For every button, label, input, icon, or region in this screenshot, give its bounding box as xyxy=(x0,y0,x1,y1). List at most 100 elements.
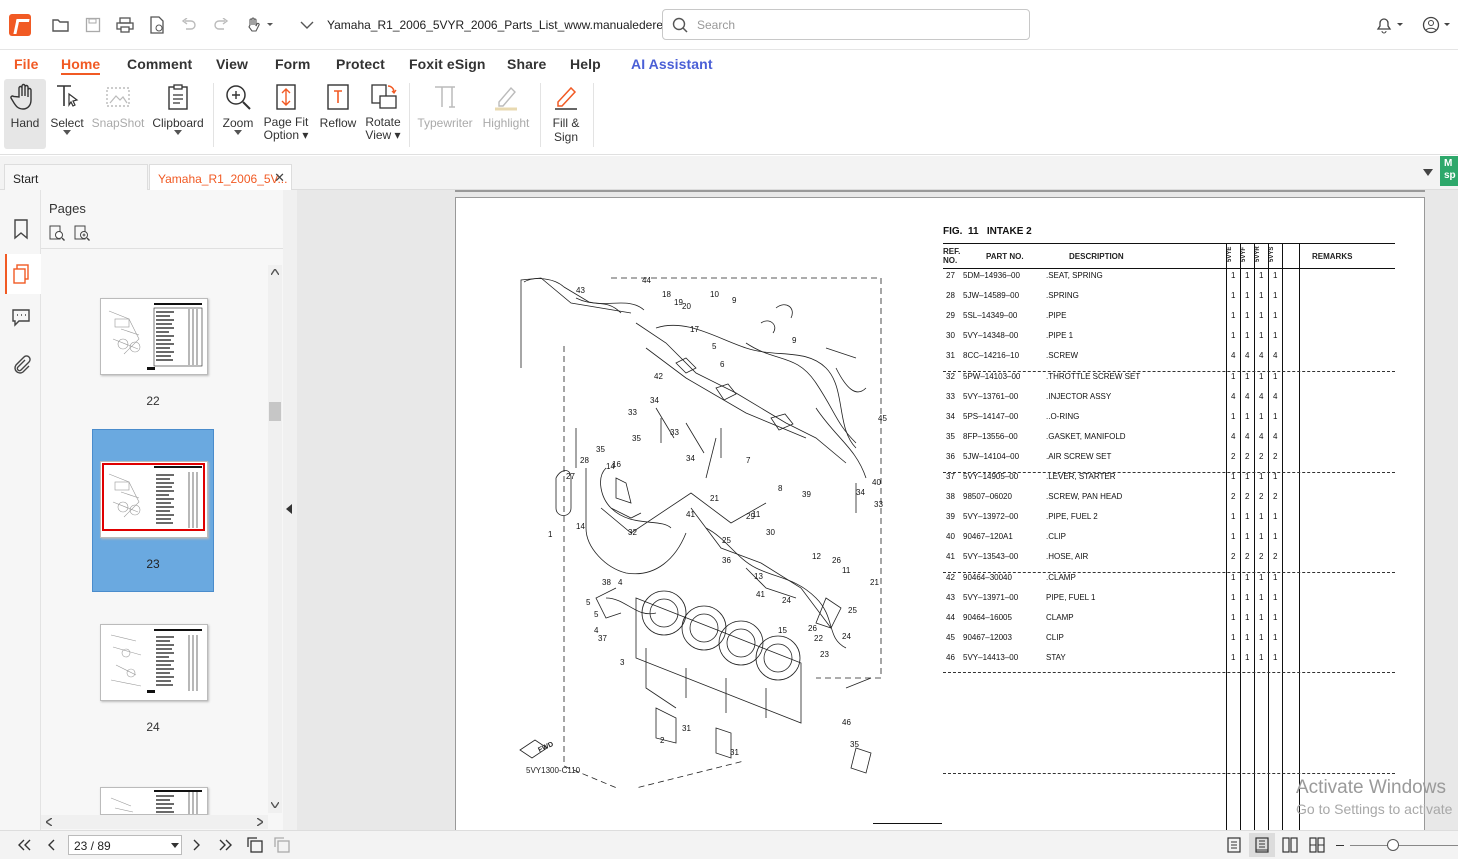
pages-icon[interactable] xyxy=(10,263,32,285)
search-box[interactable]: Search xyxy=(662,9,1030,40)
save-icon[interactable] xyxy=(82,14,104,36)
thumbnail-horizontal-scrollbar[interactable] xyxy=(41,815,268,829)
description-cell: STAY xyxy=(1046,652,1066,662)
menu-help[interactable]: Help xyxy=(570,56,601,72)
panel-splitter[interactable] xyxy=(283,190,297,830)
attachment-icon[interactable] xyxy=(10,353,32,375)
page-number-23: 23 xyxy=(146,557,160,571)
select-dropdown-icon[interactable] xyxy=(63,130,71,135)
group-separator xyxy=(943,773,1395,774)
ref-no-cell: 36 xyxy=(946,451,955,461)
reflow-button[interactable]: Reflow xyxy=(317,79,359,149)
header-part-no: PART NO. xyxy=(986,252,1024,261)
menu-protect[interactable]: Protect xyxy=(336,56,385,72)
tab-list-dropdown-icon[interactable] xyxy=(1423,169,1433,176)
menu-form[interactable]: Form xyxy=(275,56,311,72)
menu-share[interactable]: Share xyxy=(507,56,547,72)
previous-page-icon[interactable] xyxy=(47,839,55,851)
scroll-down-icon[interactable] xyxy=(271,802,279,808)
fill-and-sign-button[interactable]: Fill & Sign xyxy=(545,79,587,149)
continuous-facing-view-icon[interactable] xyxy=(1309,837,1325,853)
quantity-cell: 1 xyxy=(1245,592,1250,602)
quantity-cell: 1 xyxy=(1231,472,1236,481)
model-column-header: 5VYF xyxy=(1241,246,1247,262)
notification-bell-icon[interactable] xyxy=(1373,14,1409,36)
rotate-view-button[interactable]: Rotate View ▾ xyxy=(362,79,404,149)
thumbnail-vertical-scrollbar[interactable] xyxy=(268,265,282,813)
menu-view[interactable]: View xyxy=(216,56,249,72)
first-page-icon[interactable] xyxy=(17,839,31,851)
callout-number: 21 xyxy=(710,494,719,503)
menu-comment[interactable]: Comment xyxy=(127,56,193,72)
collapse-panel-icon[interactable] xyxy=(286,504,292,514)
page-zoom-out-icon[interactable] xyxy=(49,225,65,241)
quantity-cell: 1 xyxy=(1245,572,1250,582)
page-fit-option-button[interactable]: Page Fit Option ▾ xyxy=(262,79,310,149)
account-icon[interactable] xyxy=(1420,14,1456,36)
page-thumbnail-24[interactable] xyxy=(100,624,208,701)
foxit-logo-icon[interactable] xyxy=(9,14,31,36)
zoom-out-minus-icon[interactable] xyxy=(1336,845,1344,846)
select-tool-button[interactable]: Select xyxy=(48,79,86,149)
tab-document[interactable]: Yamaha_R1_2006_5V... ✕ xyxy=(149,164,292,190)
tab-start[interactable]: Start xyxy=(4,164,148,190)
page-zoom-in-icon[interactable] xyxy=(74,225,90,241)
zoom-button[interactable]: Zoom xyxy=(219,79,257,149)
quantity-cell: 1 xyxy=(1273,632,1278,642)
quantity-cell: 1 xyxy=(1231,632,1236,642)
zoom-slider-track[interactable] xyxy=(1350,845,1458,846)
page-number-input[interactable]: 23 / 89 xyxy=(68,835,182,855)
page-thumbnail-25[interactable] xyxy=(100,787,208,815)
scroll-up-icon[interactable] xyxy=(271,269,279,275)
callout-number: 26 xyxy=(808,624,817,633)
create-pdf-icon[interactable] xyxy=(146,14,168,36)
next-page-icon[interactable] xyxy=(193,839,201,851)
typewriter-button[interactable]: Typewriter xyxy=(415,79,475,149)
close-tab-icon[interactable]: ✕ xyxy=(274,170,285,185)
zoom-slider-thumb[interactable] xyxy=(1387,839,1399,851)
clipboard-dropdown-icon[interactable] xyxy=(174,130,182,135)
page-dropdown-icon[interactable] xyxy=(171,843,179,848)
snapshot-button[interactable]: SnapShot xyxy=(90,79,146,149)
fill-sign-label-1: Fill & xyxy=(552,116,580,130)
facing-view-icon[interactable] xyxy=(1282,837,1298,853)
menu-ai-assistant[interactable]: AI Assistant xyxy=(631,56,713,72)
last-page-icon[interactable] xyxy=(219,839,233,851)
zoom-dropdown-icon[interactable] xyxy=(234,130,242,135)
scroll-right-icon[interactable] xyxy=(257,818,263,826)
clipboard-button[interactable]: Clipboard xyxy=(150,79,206,149)
bookmark-icon[interactable] xyxy=(10,218,32,240)
scroll-left-icon[interactable] xyxy=(46,818,52,826)
quantity-cell: 2 xyxy=(1259,492,1264,502)
single-page-view-icon[interactable] xyxy=(1227,837,1241,853)
highlight-button[interactable]: Highlight xyxy=(478,79,534,149)
callout-number: 31 xyxy=(730,748,739,757)
next-view-icon[interactable] xyxy=(273,836,291,854)
print-icon[interactable] xyxy=(114,14,136,36)
menu-home[interactable]: Home xyxy=(61,56,101,75)
chevron-down-icon[interactable] xyxy=(296,14,318,36)
previous-view-icon[interactable] xyxy=(246,836,264,854)
quantity-cell: 1 xyxy=(1231,512,1236,522)
hand-tool-button[interactable]: Hand xyxy=(4,79,46,149)
quantity-cell: 1 xyxy=(1231,572,1236,582)
continuous-view-selected[interactable] xyxy=(1249,833,1275,857)
hand-mode-dropdown-icon[interactable] xyxy=(244,14,276,36)
page-thumbnail-22[interactable] xyxy=(100,298,208,375)
open-folder-icon[interactable] xyxy=(50,14,72,36)
page-thumbnail-23[interactable] xyxy=(100,461,208,538)
description-cell: .LEVER, STARTER xyxy=(1046,472,1116,481)
undo-icon[interactable] xyxy=(178,14,200,36)
callout-number: 14 xyxy=(576,522,585,531)
callout-number: 2 xyxy=(660,736,665,745)
redo-icon[interactable] xyxy=(210,14,232,36)
quantity-cell: 1 xyxy=(1259,612,1264,622)
menu-foxit-esign[interactable]: Foxit eSign xyxy=(409,56,486,72)
vertical-scroll-thumb[interactable] xyxy=(269,402,281,421)
promo-badge[interactable]: M sp xyxy=(1440,156,1458,186)
comment-icon[interactable] xyxy=(10,306,32,328)
callout-number: 25 xyxy=(848,606,857,615)
callout-number: 30 xyxy=(766,528,775,537)
menu-file[interactable]: File xyxy=(14,56,39,72)
